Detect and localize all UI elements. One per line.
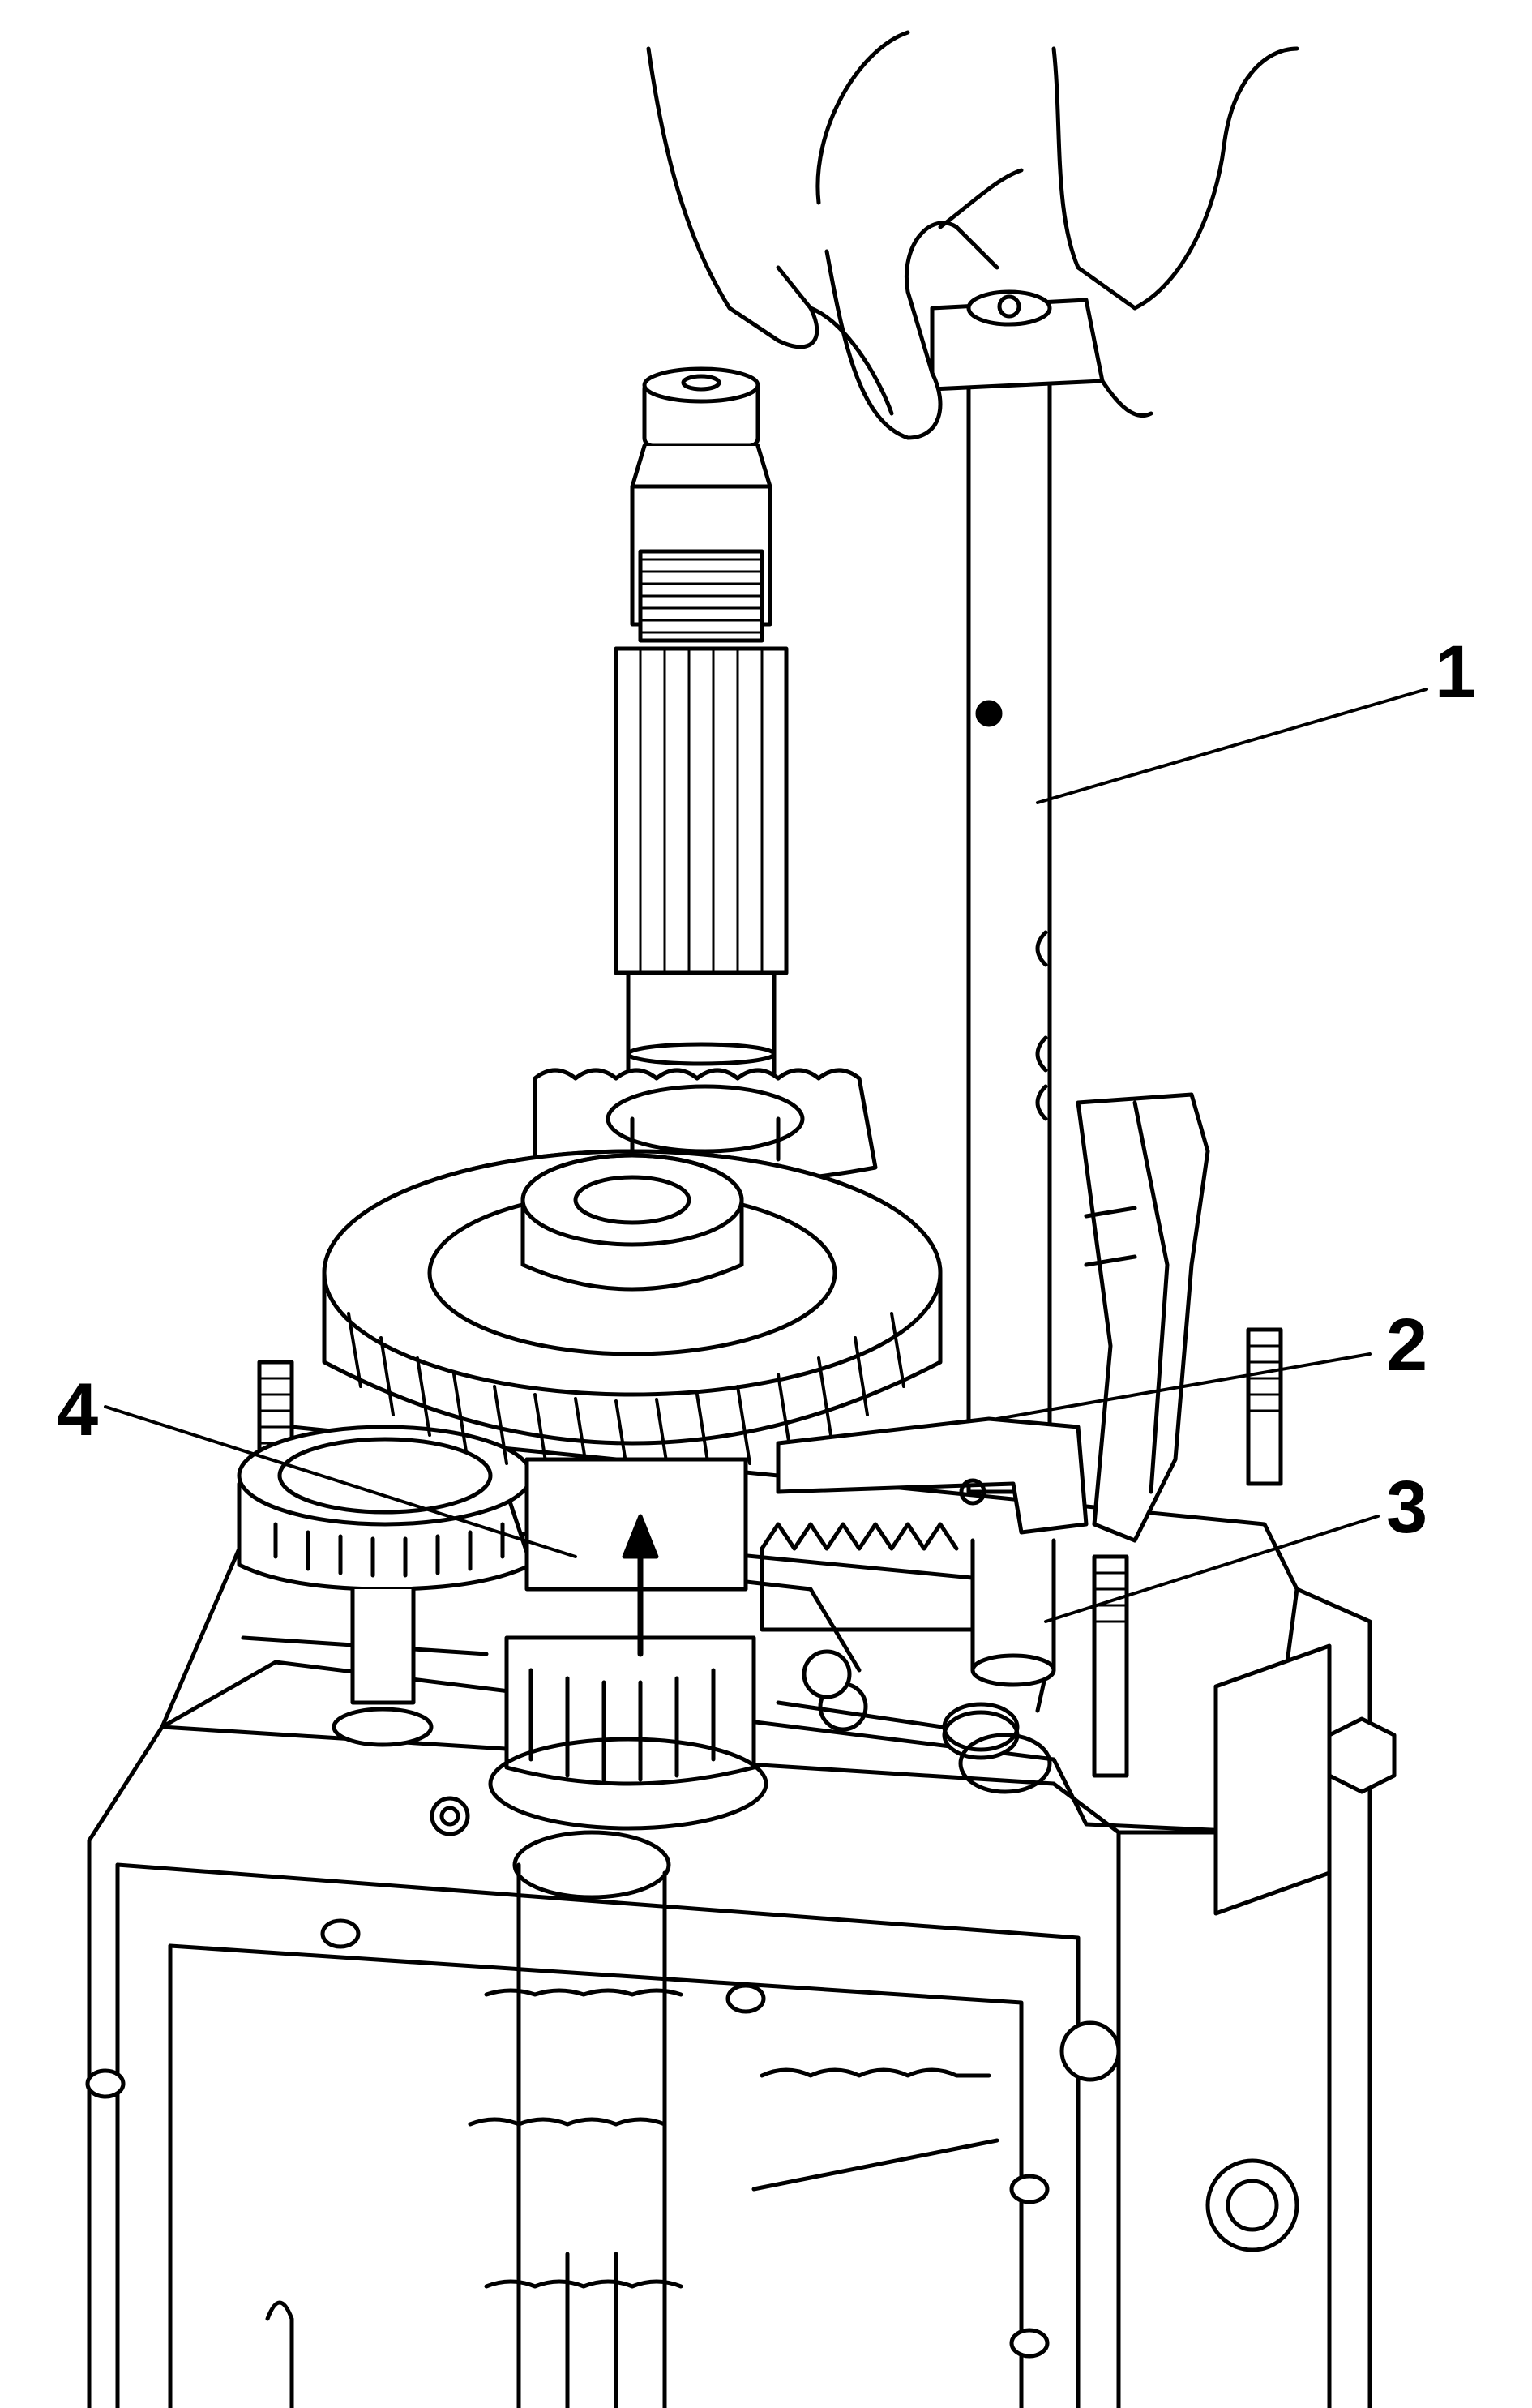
callout-labels: 1 2 3 4 xyxy=(57,631,1476,1549)
callout-4: 4 xyxy=(57,1369,98,1451)
shift-forks xyxy=(1076,1092,1210,1543)
callout-3: 3 xyxy=(1386,1466,1427,1549)
callout-2: 2 xyxy=(1386,1304,1427,1386)
lower-gears xyxy=(237,1425,975,1831)
selector-rod xyxy=(776,289,1105,1687)
callout-leaders xyxy=(104,688,1428,1623)
callout-1: 1 xyxy=(1435,631,1476,713)
hand xyxy=(646,30,1299,440)
main-shaft xyxy=(322,366,943,1657)
